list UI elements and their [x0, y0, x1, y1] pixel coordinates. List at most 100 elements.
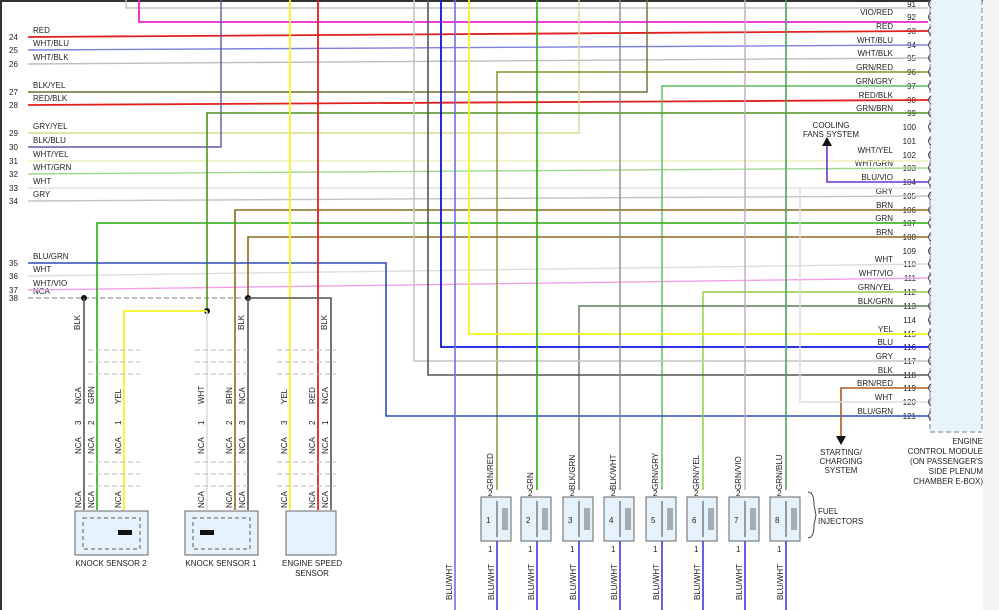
injector-pin: 1 [528, 545, 533, 554]
injector-pin: 1 [570, 545, 575, 554]
injector-box [728, 496, 760, 542]
right-wire-label: BLK/GRN [858, 297, 893, 306]
injector-signal-label: GRN [526, 472, 535, 490]
injector-power-label: BLU/WHT [652, 564, 661, 600]
connector-pin [928, 246, 932, 256]
connector-pin [928, 26, 932, 36]
wire-grn-yel [702, 291, 928, 490]
wire-label: GRN [87, 386, 96, 404]
wire-brn-108 [247, 236, 928, 298]
right-wire-label: WHT/GRN [855, 159, 893, 168]
wire-label: YEL [280, 388, 289, 404]
ecm-label: CONTROL MODULE [908, 447, 983, 456]
right-pin-number: 101 [903, 137, 917, 146]
injector-number: 5 [651, 516, 656, 525]
drain-label: BLK [237, 314, 246, 330]
wire-vio-red [138, 0, 928, 23]
wire-label: NCA [74, 490, 83, 508]
wire-label: NCA [197, 490, 206, 508]
left-pin-number: 33 [9, 184, 18, 193]
connector-pin [928, 301, 932, 311]
right-wire-label: WHT/BLU [857, 36, 893, 45]
wire-label: BRN [225, 387, 234, 404]
connector-pin [928, 411, 932, 421]
cooling-fans-label: COOLING [813, 121, 850, 130]
bus-label: BLU/WHT [445, 564, 454, 600]
injector-power-label: BLU/WHT [693, 564, 702, 600]
right-pin-number: 102 [903, 151, 917, 160]
wire-grn-107 [96, 222, 928, 510]
pin-number: 3 [74, 420, 83, 425]
injector-box [645, 496, 677, 542]
injector-power-label: BLU/WHT [776, 564, 785, 600]
fuel-injectors-label: INJECTORS [818, 517, 863, 526]
ecm-label: SIDE PLENUM [929, 467, 984, 476]
connector-pin [928, 259, 932, 269]
left-wire-label: WHT/BLU [33, 39, 69, 48]
wire-gry [27, 195, 929, 202]
wire-label: NCA [280, 436, 289, 454]
connector-pin [928, 205, 932, 215]
wire-gry-wht [125, 0, 928, 9]
injector-pin: 2 [528, 489, 533, 498]
wire-blk-118 [427, 0, 928, 376]
right-wire-label: GRN/GRY [856, 77, 894, 86]
injector-pin: 1 [694, 545, 699, 554]
injector-pin: 1 [653, 545, 658, 554]
wire-yel-115 [468, 0, 928, 335]
left-wire-label: WHT [33, 177, 51, 186]
connector-pin [928, 370, 932, 380]
wire-label: NCA [87, 490, 96, 508]
injector-number: 1 [486, 516, 491, 525]
left-pin-number: 25 [9, 46, 18, 55]
wire-brn-106 [234, 209, 928, 510]
drain-label: BLK [73, 314, 82, 330]
wire-blk-blu [28, 0, 222, 148]
wire-wht-vio [27, 277, 929, 291]
speed-sensor-label: SENSOR [295, 569, 329, 578]
left-wire-label: WHT/YEL [33, 150, 69, 159]
injector-power-label: BLU/WHT [487, 564, 496, 600]
right-wire-label: YEL [878, 325, 894, 334]
right-wire-label: GRY/WHT [855, 0, 893, 4]
wire-label: NCA [87, 436, 96, 454]
drain-label: BLK [320, 314, 329, 330]
injector-box [769, 496, 801, 542]
connector-pin [928, 232, 932, 242]
right-wire-label: VIO/RED [860, 8, 893, 17]
ecm-label: ENGINE [952, 437, 983, 446]
wire-label: NCA [225, 436, 234, 454]
knock-sensor-1-inner [192, 517, 251, 550]
connector-pin [928, 53, 932, 63]
connector-pin [928, 329, 932, 339]
right-wire-label: GRY [876, 352, 894, 361]
left-wire-label: BLK/BLU [33, 136, 66, 145]
left-wire-label: WHT [33, 265, 51, 274]
wire-blu-116 [440, 0, 928, 348]
starting-label: SYSTEM [825, 466, 858, 475]
ecm-box [930, 0, 982, 432]
injector-pin: 2 [488, 489, 493, 498]
connector-pin [928, 0, 932, 9]
right-wire-label: RED/BLK [859, 91, 894, 100]
wire-label: NCA [114, 436, 123, 454]
wire-label: NCA [197, 436, 206, 454]
wire-label: NCA [74, 436, 83, 454]
injector-pin: 1 [488, 545, 493, 554]
left-wire-label: GRY [33, 190, 51, 199]
left-pin-number: 27 [9, 88, 18, 97]
injector-box [562, 496, 594, 542]
injector-pin: 1 [736, 545, 741, 554]
wire-label: YEL [114, 388, 123, 404]
brace-icon [807, 491, 817, 539]
left-pin-number: 34 [9, 197, 18, 206]
wire-label: NCA [238, 490, 247, 508]
arrow-up-icon [822, 137, 832, 146]
injector-signal-label: GRN/RED [486, 453, 495, 490]
wire-label: NCA [308, 436, 317, 454]
wire-red [27, 30, 929, 38]
right-wire-label: WHT [875, 393, 893, 402]
injector-pin: 2 [611, 489, 616, 498]
injector-signal-label: GRN/VIO [734, 456, 743, 490]
right-wire-label: GRN/YEL [858, 283, 894, 292]
